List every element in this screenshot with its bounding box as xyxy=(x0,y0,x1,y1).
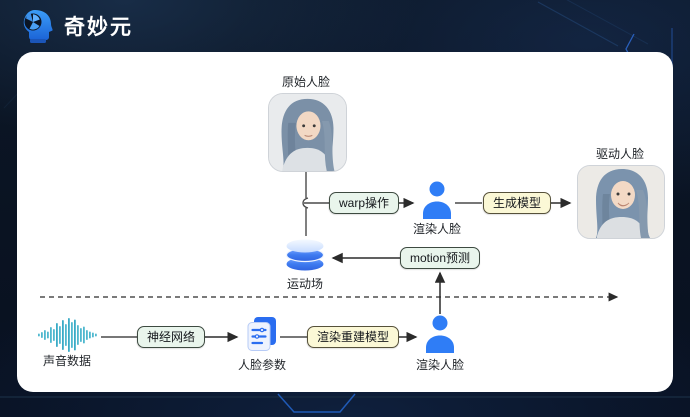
person-icon-bottom xyxy=(423,315,457,358)
app-title: 奇妙元 xyxy=(64,16,133,39)
diagram-card: 原始人脸 驱动人脸 运动场 渲染人脸 声音数据 人脸参数 渲染人脸 warp操作… xyxy=(17,52,673,392)
document-stack-icon xyxy=(245,316,279,359)
original-face-label: 原始人脸 xyxy=(281,75,331,89)
motion-field-label: 运动场 xyxy=(286,277,324,291)
driven-face-label: 驱动人脸 xyxy=(595,147,645,161)
database-cylinder-icon xyxy=(285,239,325,271)
neural-net-box: 神经网络 xyxy=(136,326,206,348)
render-recon-box: 渲染重建模型 xyxy=(306,326,400,348)
render-face-bottom-label: 渲染人脸 xyxy=(415,358,465,372)
render-face-top-label: 渲染人脸 xyxy=(412,222,462,236)
person-icon-top xyxy=(420,181,454,224)
audio-data-label: 声音数据 xyxy=(42,354,92,368)
original-face-image xyxy=(268,93,347,172)
driven-face-image xyxy=(577,165,665,239)
gen-model-box: 生成模型 xyxy=(482,192,552,214)
face-params-label: 人脸参数 xyxy=(237,358,287,372)
motion-pred-box: motion预测 xyxy=(399,247,481,269)
warp-op-box: warp操作 xyxy=(328,192,400,214)
audio-waveform-icon xyxy=(37,316,99,359)
logo-head-icon[interactable] xyxy=(21,8,55,44)
app-header: 奇妙元 xyxy=(0,0,690,52)
